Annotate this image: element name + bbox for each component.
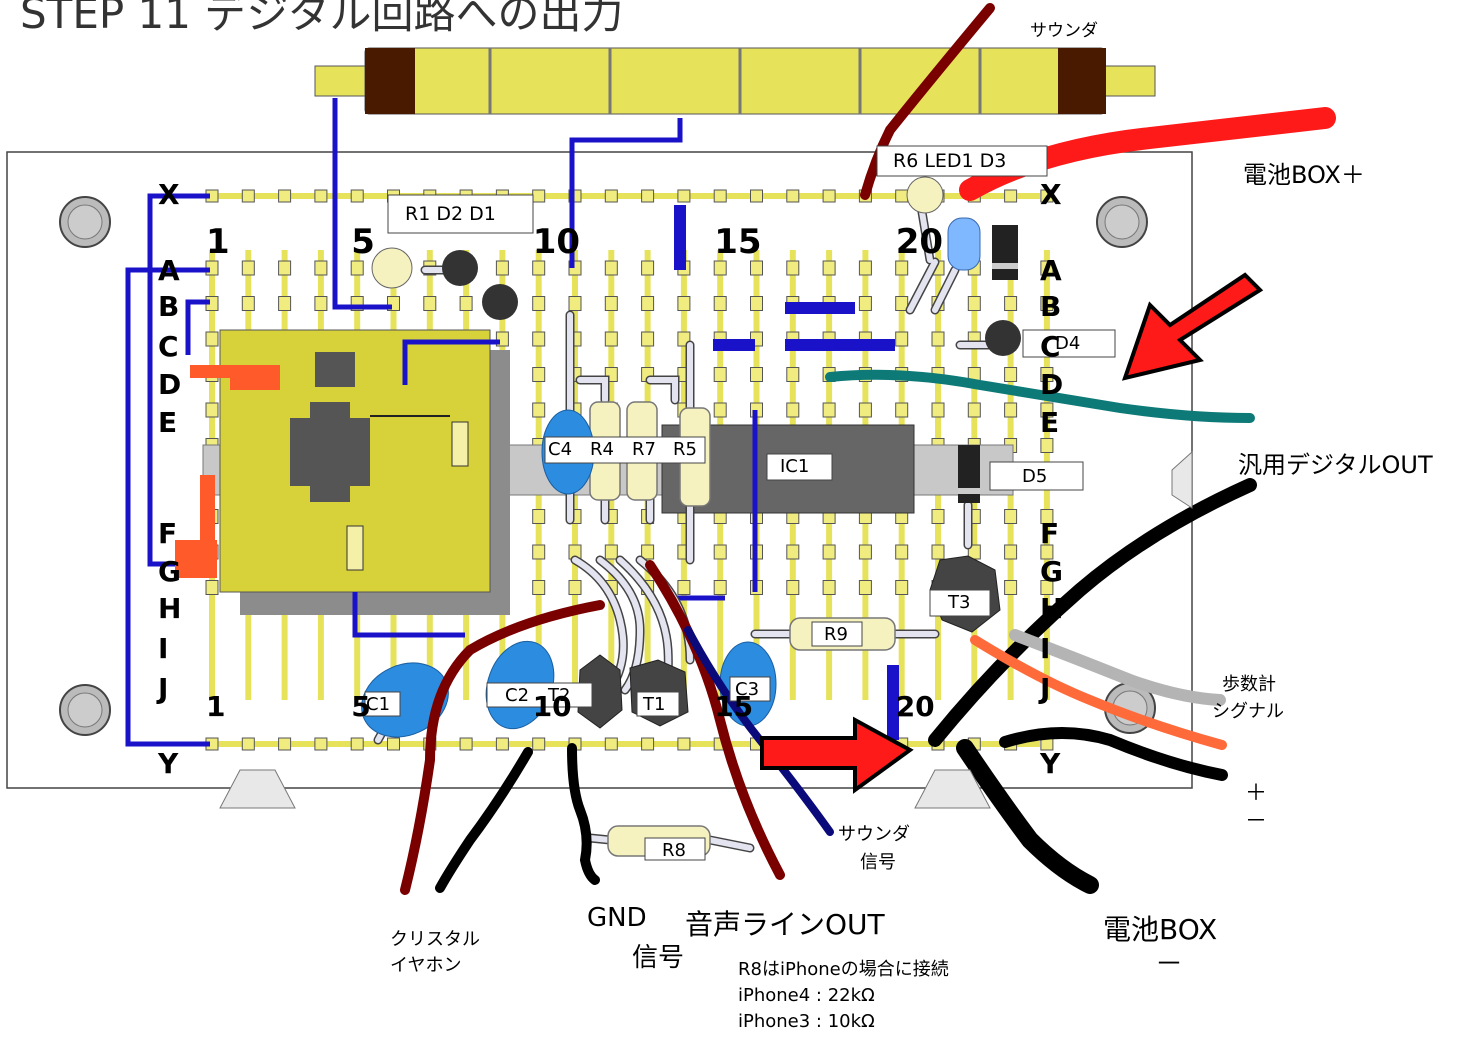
row-label: C	[158, 330, 179, 363]
column-number: 10	[532, 690, 572, 723]
screw-icon	[59, 684, 111, 736]
label-signal: 信号	[632, 943, 685, 973]
label-audio-out: 音声ラインOUT	[685, 908, 885, 941]
label-r6led1d3: R6 LED1 D3	[893, 150, 1007, 172]
column-number: 1	[206, 690, 226, 723]
label-gnd: GND	[587, 903, 647, 933]
label-digital-out: 汎用デジタルOUT	[1238, 451, 1433, 479]
column-number: 20	[895, 690, 935, 723]
row-label: J	[158, 672, 169, 705]
label-crystal-1: クリスタル	[390, 929, 480, 950]
row-label: C	[1040, 330, 1061, 363]
column-number: 10	[532, 222, 581, 262]
mounting-screws	[59, 196, 1156, 736]
label-pedometer-2: シグナル	[1212, 701, 1284, 722]
row-label: D	[158, 368, 182, 401]
label-d5: D5	[1022, 466, 1048, 487]
label-t2: T2	[548, 685, 571, 706]
screw-icon	[59, 196, 111, 248]
row-label: F	[158, 517, 178, 550]
label-t1: T1	[643, 694, 666, 715]
label-r9: R9	[824, 624, 848, 645]
label-c3: C3	[735, 679, 760, 700]
row-label: I	[1040, 632, 1051, 665]
row-label: B	[1040, 290, 1062, 323]
label-d4: D4	[1055, 333, 1081, 354]
column-number: 15	[714, 222, 762, 262]
label-sounder-signal-2: 信号	[860, 852, 896, 873]
blue-jumpers	[125, 98, 758, 747]
row-label: D	[1040, 368, 1064, 401]
label-sounder: サウンダ	[1030, 21, 1098, 41]
label-battery-plus: 電池BOX＋	[1243, 161, 1365, 189]
label-r5: R5	[673, 439, 697, 460]
column-number: 1	[206, 222, 230, 262]
row-label: A	[1040, 254, 1062, 287]
label-ic1: IC1	[780, 456, 810, 477]
wires	[400, 3, 1336, 895]
label-c2: C2	[505, 685, 530, 706]
page-title: STEP 11 デジタル回路への出力	[20, 0, 624, 38]
row-label: F	[1040, 517, 1060, 550]
column-number: 20	[895, 222, 944, 262]
row-label: Y	[1040, 747, 1061, 780]
label-sounder-signal-1: サウンダ	[838, 824, 910, 845]
arrow-to-output	[760, 716, 914, 794]
arrow-to-digital-out	[1121, 272, 1264, 381]
row-label: E	[158, 406, 178, 439]
label-battery-minus-2: －	[1155, 947, 1184, 980]
label-r8: R8	[662, 840, 686, 861]
label-t3: T3	[948, 592, 971, 613]
screw-icon	[1096, 196, 1148, 248]
column-number: 15	[714, 690, 754, 723]
row-label: G	[1040, 555, 1063, 588]
label-plus: ＋	[1245, 781, 1268, 806]
note-line-3: iPhone3 : 10kΩ	[738, 1011, 875, 1032]
label-r1d2d1: R1 D2 D1	[405, 203, 496, 225]
column-number: 5	[351, 222, 375, 262]
row-label: J	[1040, 672, 1051, 705]
row-label: X	[158, 178, 180, 211]
label-c4: C4	[548, 439, 573, 460]
sounder-component	[314, 47, 1156, 115]
label-crystal-2: イヤホン	[390, 955, 462, 976]
label-r7: R7	[632, 439, 656, 460]
column-number: 5	[351, 690, 371, 723]
label-c1: C1	[366, 694, 391, 715]
row-label: A	[158, 254, 180, 287]
label-r4: R4	[590, 439, 614, 460]
note-line-1: R8はiPhoneの場合に接続	[738, 959, 949, 980]
row-label: E	[1040, 406, 1060, 439]
label-pedometer-1: 歩数計	[1222, 674, 1276, 695]
row-label: B	[158, 290, 180, 323]
label-battery-minus-1: 電池BOX	[1103, 913, 1218, 946]
row-label: X	[1040, 178, 1062, 211]
row-label: I	[158, 632, 169, 665]
row-label: H	[158, 592, 182, 625]
note-line-2: iPhone4 : 22kΩ	[738, 985, 875, 1006]
label-minus: －	[1245, 809, 1268, 834]
row-label: H	[1040, 592, 1064, 625]
row-label: Y	[158, 747, 179, 780]
row-label: G	[158, 555, 181, 588]
